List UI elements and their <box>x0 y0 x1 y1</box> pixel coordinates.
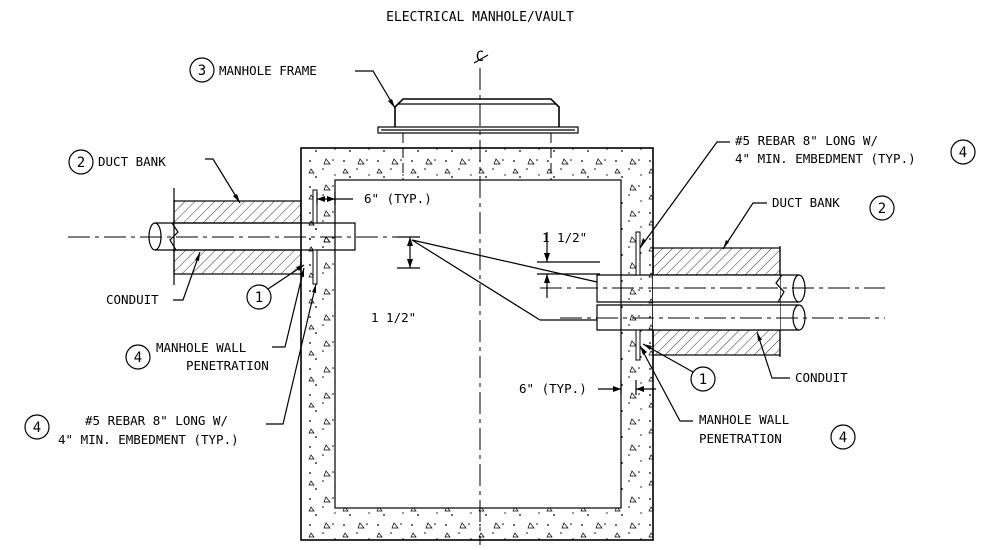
drawing-title: ELECTRICAL MANHOLE/VAULT <box>386 10 574 25</box>
callout-wall-pen-left: 4 MANHOLE WALL PENETRATION <box>125 267 305 373</box>
callout-rebar-right: 4 #5 REBAR 8" LONG W/ 4" MIN. EMBEDMENT … <box>639 133 976 249</box>
slope-line-lower <box>411 239 541 321</box>
callout-rebar-left-line1: #5 REBAR 8" LONG W/ <box>85 413 228 428</box>
dim-right-1-5-text: 1 1/2" <box>542 230 587 245</box>
dim-left-1-5-text: 1 1/2" <box>371 310 416 325</box>
callout-wall-pen-right-num: 4 <box>839 430 847 446</box>
callout-wall-pen-right: MANHOLE WALL PENETRATION 4 <box>639 345 856 450</box>
callout-1-right: 1 <box>642 343 716 392</box>
callout-manhole-frame: 3 MANHOLE FRAME <box>189 57 396 109</box>
left-duct-bank <box>68 188 418 285</box>
callout-conduit-left: CONDUIT <box>106 251 201 307</box>
callout-wall-pen-left-num: 4 <box>134 350 142 366</box>
callout-1-left-num: 1 <box>255 290 263 306</box>
callout-manhole-frame-num: 3 <box>198 63 206 79</box>
centerline-symbol-stroke <box>473 54 489 64</box>
callout-rebar-right-line1: #5 REBAR 8" LONG W/ <box>735 133 878 148</box>
callout-wall-pen-right-line2: PENETRATION <box>699 431 782 446</box>
callout-rebar-left: 4 #5 REBAR 8" LONG W/ 4" MIN. EMBEDMENT … <box>24 283 317 447</box>
callout-duct-bank-left-text: DUCT BANK <box>98 154 166 169</box>
callout-conduit-right: CONDUIT <box>756 331 848 385</box>
manhole-frame <box>377 98 579 180</box>
callout-duct-bank-right: DUCT BANK 2 <box>722 195 895 250</box>
callout-duct-bank-left-num: 2 <box>77 155 85 171</box>
centerline-symbol: C <box>476 49 484 65</box>
callout-wall-pen-right-line1: MANHOLE WALL <box>699 412 789 427</box>
callout-conduit-right-text: CONDUIT <box>795 370 848 385</box>
dim-left-1-5: 1 1/2" <box>371 236 420 325</box>
dim-right-1-5: 1 1/2" <box>537 230 600 298</box>
callout-rebar-right-num: 4 <box>959 145 967 161</box>
callout-rebar-left-num: 4 <box>33 420 41 436</box>
callout-manhole-frame-text: MANHOLE FRAME <box>219 63 317 78</box>
callout-duct-bank-left: 2 DUCT BANK <box>68 149 241 204</box>
dim-right-6in-text: 6" (TYP.) <box>519 381 587 396</box>
dim-right-6in: 6" (TYP.) <box>519 380 656 396</box>
right-duct-bank <box>540 231 885 361</box>
manhole-structure <box>300 147 654 541</box>
callout-conduit-left-text: CONDUIT <box>106 292 159 307</box>
callout-1-right-num: 1 <box>699 372 707 388</box>
callout-duct-bank-right-num: 2 <box>878 201 886 217</box>
callout-rebar-left-line2: 4" MIN. EMBEDMENT (TYP.) <box>58 432 239 447</box>
dim-left-6in: 6" (TYP.) <box>316 191 432 206</box>
callout-rebar-right-line2: 4" MIN. EMBEDMENT (TYP.) <box>735 151 916 166</box>
callout-duct-bank-right-text: DUCT BANK <box>772 195 840 210</box>
callout-wall-pen-left-line2: PENETRATION <box>186 358 269 373</box>
dim-left-6in-text: 6" (TYP.) <box>364 191 432 206</box>
callout-wall-pen-left-line1: MANHOLE WALL <box>156 340 246 355</box>
slope-line-upper <box>411 239 598 283</box>
callout-1-left: 1 <box>246 264 305 310</box>
